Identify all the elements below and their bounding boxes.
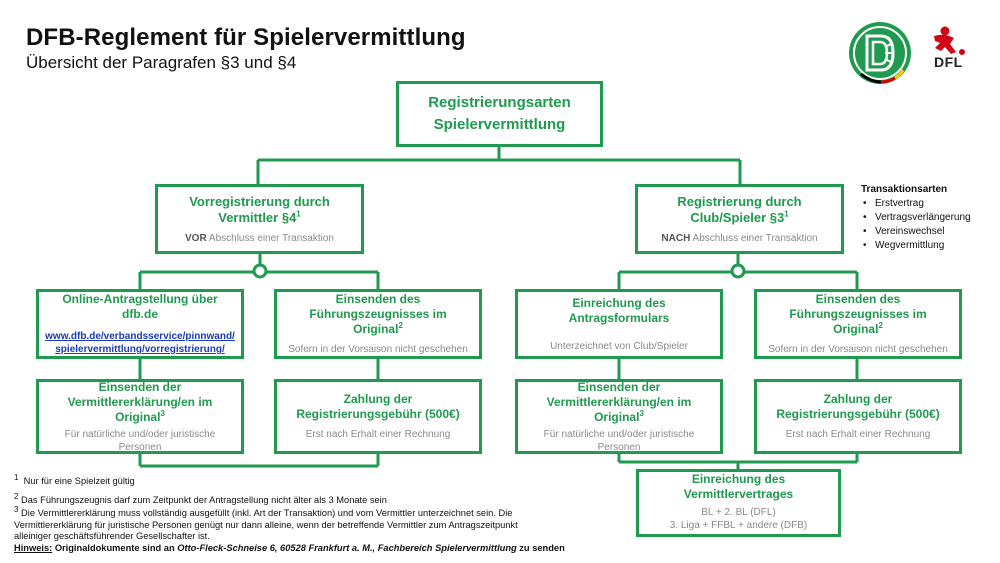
transaction-type-item: Vertragsverlängerung xyxy=(861,211,971,225)
footnote-ref: 2 xyxy=(878,321,883,330)
footnotes: 1 Nur für eine Spielzeit gültig 2 Das Fü… xyxy=(14,472,614,555)
zahlung-right-note: Erst nach Erhalt einer Rechnung xyxy=(785,429,931,440)
footnote-ref: 2 xyxy=(398,321,403,330)
vorregistrierung-link[interactable]: www.dfb.de/verbandsservice/pinnwand/ spi… xyxy=(45,330,235,356)
root-line1: Registrierungsarten xyxy=(428,94,571,111)
fuehrungszeugnis-left-title: Einsenden des Führungszeugnisses im Orig… xyxy=(309,292,447,336)
hint-text-b: zu senden xyxy=(516,542,565,553)
transaction-type-item: Erstvertrag xyxy=(861,197,971,211)
transaction-types-list: Transaktionsarten Erstvertrag Vertragsve… xyxy=(861,183,971,253)
footnote-2-text: Das Führungszeugnis darf zum Zeitpunkt d… xyxy=(21,494,387,505)
vorregistrierung-link-line1: www.dfb.de/verbandsservice/pinnwand/ xyxy=(45,331,235,342)
vorregistrierung-title: Vorregistrierung durch Vermittler §4 xyxy=(189,193,330,225)
fuehrungszeugnis-left-box: Einsenden des Führungszeugnisses im Orig… xyxy=(274,289,482,359)
vor-label: VOR xyxy=(185,232,207,244)
zahlung-left-note: Erst nach Erhalt einer Rechnung xyxy=(305,429,451,440)
vorregistrierung-note: Abschluss einer Transaktion xyxy=(206,232,334,244)
dfb-eagle-logo xyxy=(847,20,913,86)
vermittlererklaerung-left-title: Einsenden der Vermittlererklärung/en im … xyxy=(67,379,213,424)
zahlung-right-box: Zahlung der Registrierungsgebühr (500€) … xyxy=(754,379,962,454)
footnote-1: 1 Nur für eine Spielzeit gültig xyxy=(14,472,614,488)
fuehrungszeugnis-right-note: Sofern in der Vorsaison nicht geschehen xyxy=(768,344,948,355)
zahlung-left-title: Zahlung der Registrierungsgebühr (500€) xyxy=(296,392,460,421)
left-junction-node xyxy=(252,263,268,279)
page-subtitle: Übersicht der Paragrafen §3 und §4 xyxy=(26,53,297,72)
vorregistrierung-box: Vorregistrierung durch Vermittler §41 VO… xyxy=(155,184,364,254)
online-antrag-title: Online-Antragstellung über dfb.de xyxy=(62,292,218,321)
vermittlervertrag-line2: 3. Liga + FFBL + andere (DFB) xyxy=(669,520,808,531)
registrierung-club-title: Registrierung durch Club/Spieler §3 xyxy=(677,193,802,225)
antragsformular-box: Einreichung des Antragsformulars Unterze… xyxy=(515,289,723,359)
vermittlererklaerung-left-box: Einsenden der Vermittlererklärung/en im … xyxy=(36,379,244,454)
hint-label: Hinweis: xyxy=(14,542,53,553)
footnote-3-text-c: alleiniger geschäftsführender Gesellscha… xyxy=(14,531,210,542)
vermittlererklaerung-left-note: Für natürliche und/oder juristische Pers… xyxy=(64,428,216,453)
footnote-3-text-b: Vermittlererklärung für juristische Pers… xyxy=(14,519,518,530)
transaction-type-item: Wegvermittlung xyxy=(861,239,971,253)
footnote-1-number: 1 xyxy=(14,472,19,482)
footnote-2-number: 2 xyxy=(14,491,19,501)
antragsformular-title: Einreichung des Antragsformulars xyxy=(568,295,670,325)
root-line2: Spielervermittlung xyxy=(433,116,566,133)
zahlung-left-box: Zahlung der Registrierungsgebühr (500€) … xyxy=(274,379,482,454)
footnote-1-text: Nur für eine Spielzeit gültig xyxy=(23,476,135,486)
footnote-3-text-a: Die Vermittlererklärung muss vollständig… xyxy=(21,508,513,519)
dfl-player-logo: DFL xyxy=(928,26,984,74)
vermittlererklaerung-right-box: Einsenden der Vermittlererklärung/en im … xyxy=(515,379,723,454)
transaction-type-item: Vereinswechsel xyxy=(861,225,971,239)
footnote-ref: 3 xyxy=(639,408,644,418)
hint-line: Hinweis: Originaldokumente sind an Otto-… xyxy=(14,543,614,555)
footnote-2: 2 Das Führungszeugnis darf zum Zeitpunkt… xyxy=(14,491,614,507)
vermittlererklaerung-right-note: Für natürliche und/oder juristische Pers… xyxy=(543,428,695,453)
hint-text-a: Originaldokumente sind an xyxy=(52,542,178,553)
footnote-3: 3 Die Vermittlererklärung muss vollständ… xyxy=(14,505,614,520)
antragsformular-note: Unterzeichnet von Club/Spieler xyxy=(550,340,688,352)
registrierung-club-box: Registrierung durch Club/Spieler §31 NAC… xyxy=(635,184,844,254)
fuehrungszeugnis-left-note: Sofern in der Vorsaison nicht geschehen xyxy=(288,344,468,355)
registrierung-club-note: Abschluss einer Transaktion xyxy=(690,232,818,244)
vermittlervertrag-line1: BL + 2. BL (DFL) xyxy=(701,507,776,518)
footnote-ref: 1 xyxy=(784,209,789,219)
vermittlervertrag-title: Einreichung des Vermittlervertrages xyxy=(683,472,794,501)
footnote-ref: 1 xyxy=(296,209,301,219)
zahlung-right-title: Zahlung der Registrierungsgebühr (500€) xyxy=(776,392,940,421)
fuehrungszeugnis-right-title: Einsenden des Führungszeugnisses im Orig… xyxy=(789,292,927,336)
transaction-types-title: Transaktionsarten xyxy=(861,184,948,195)
online-antrag-box: Online-Antragstellung über dfb.de www.df… xyxy=(36,289,244,359)
hint-address: Otto-Fleck-Schneise 6, 60528 Frankfurt a… xyxy=(177,542,517,553)
footnote-3-number: 3 xyxy=(14,505,19,515)
footnote-ref: 3 xyxy=(160,408,165,418)
dfl-logo-text: DFL xyxy=(934,54,963,70)
vorregistrierung-link-line2: spielervermittlung/vorregistrierung/ xyxy=(55,344,225,355)
nach-label: NACH xyxy=(661,232,691,244)
right-junction-node xyxy=(730,263,746,279)
vermittlervertrag-box: Einreichung des Vermittlervertrages BL +… xyxy=(636,469,841,537)
fuehrungszeugnis-right-box: Einsenden des Führungszeugnisses im Orig… xyxy=(754,289,962,359)
root-box: Registrierungsarten Spielervermittlung xyxy=(396,81,603,147)
page-title: DFB-Reglement für Spielervermittlung xyxy=(26,24,466,51)
vermittlererklaerung-right-title: Einsenden der Vermittlererklärung/en im … xyxy=(546,379,692,424)
